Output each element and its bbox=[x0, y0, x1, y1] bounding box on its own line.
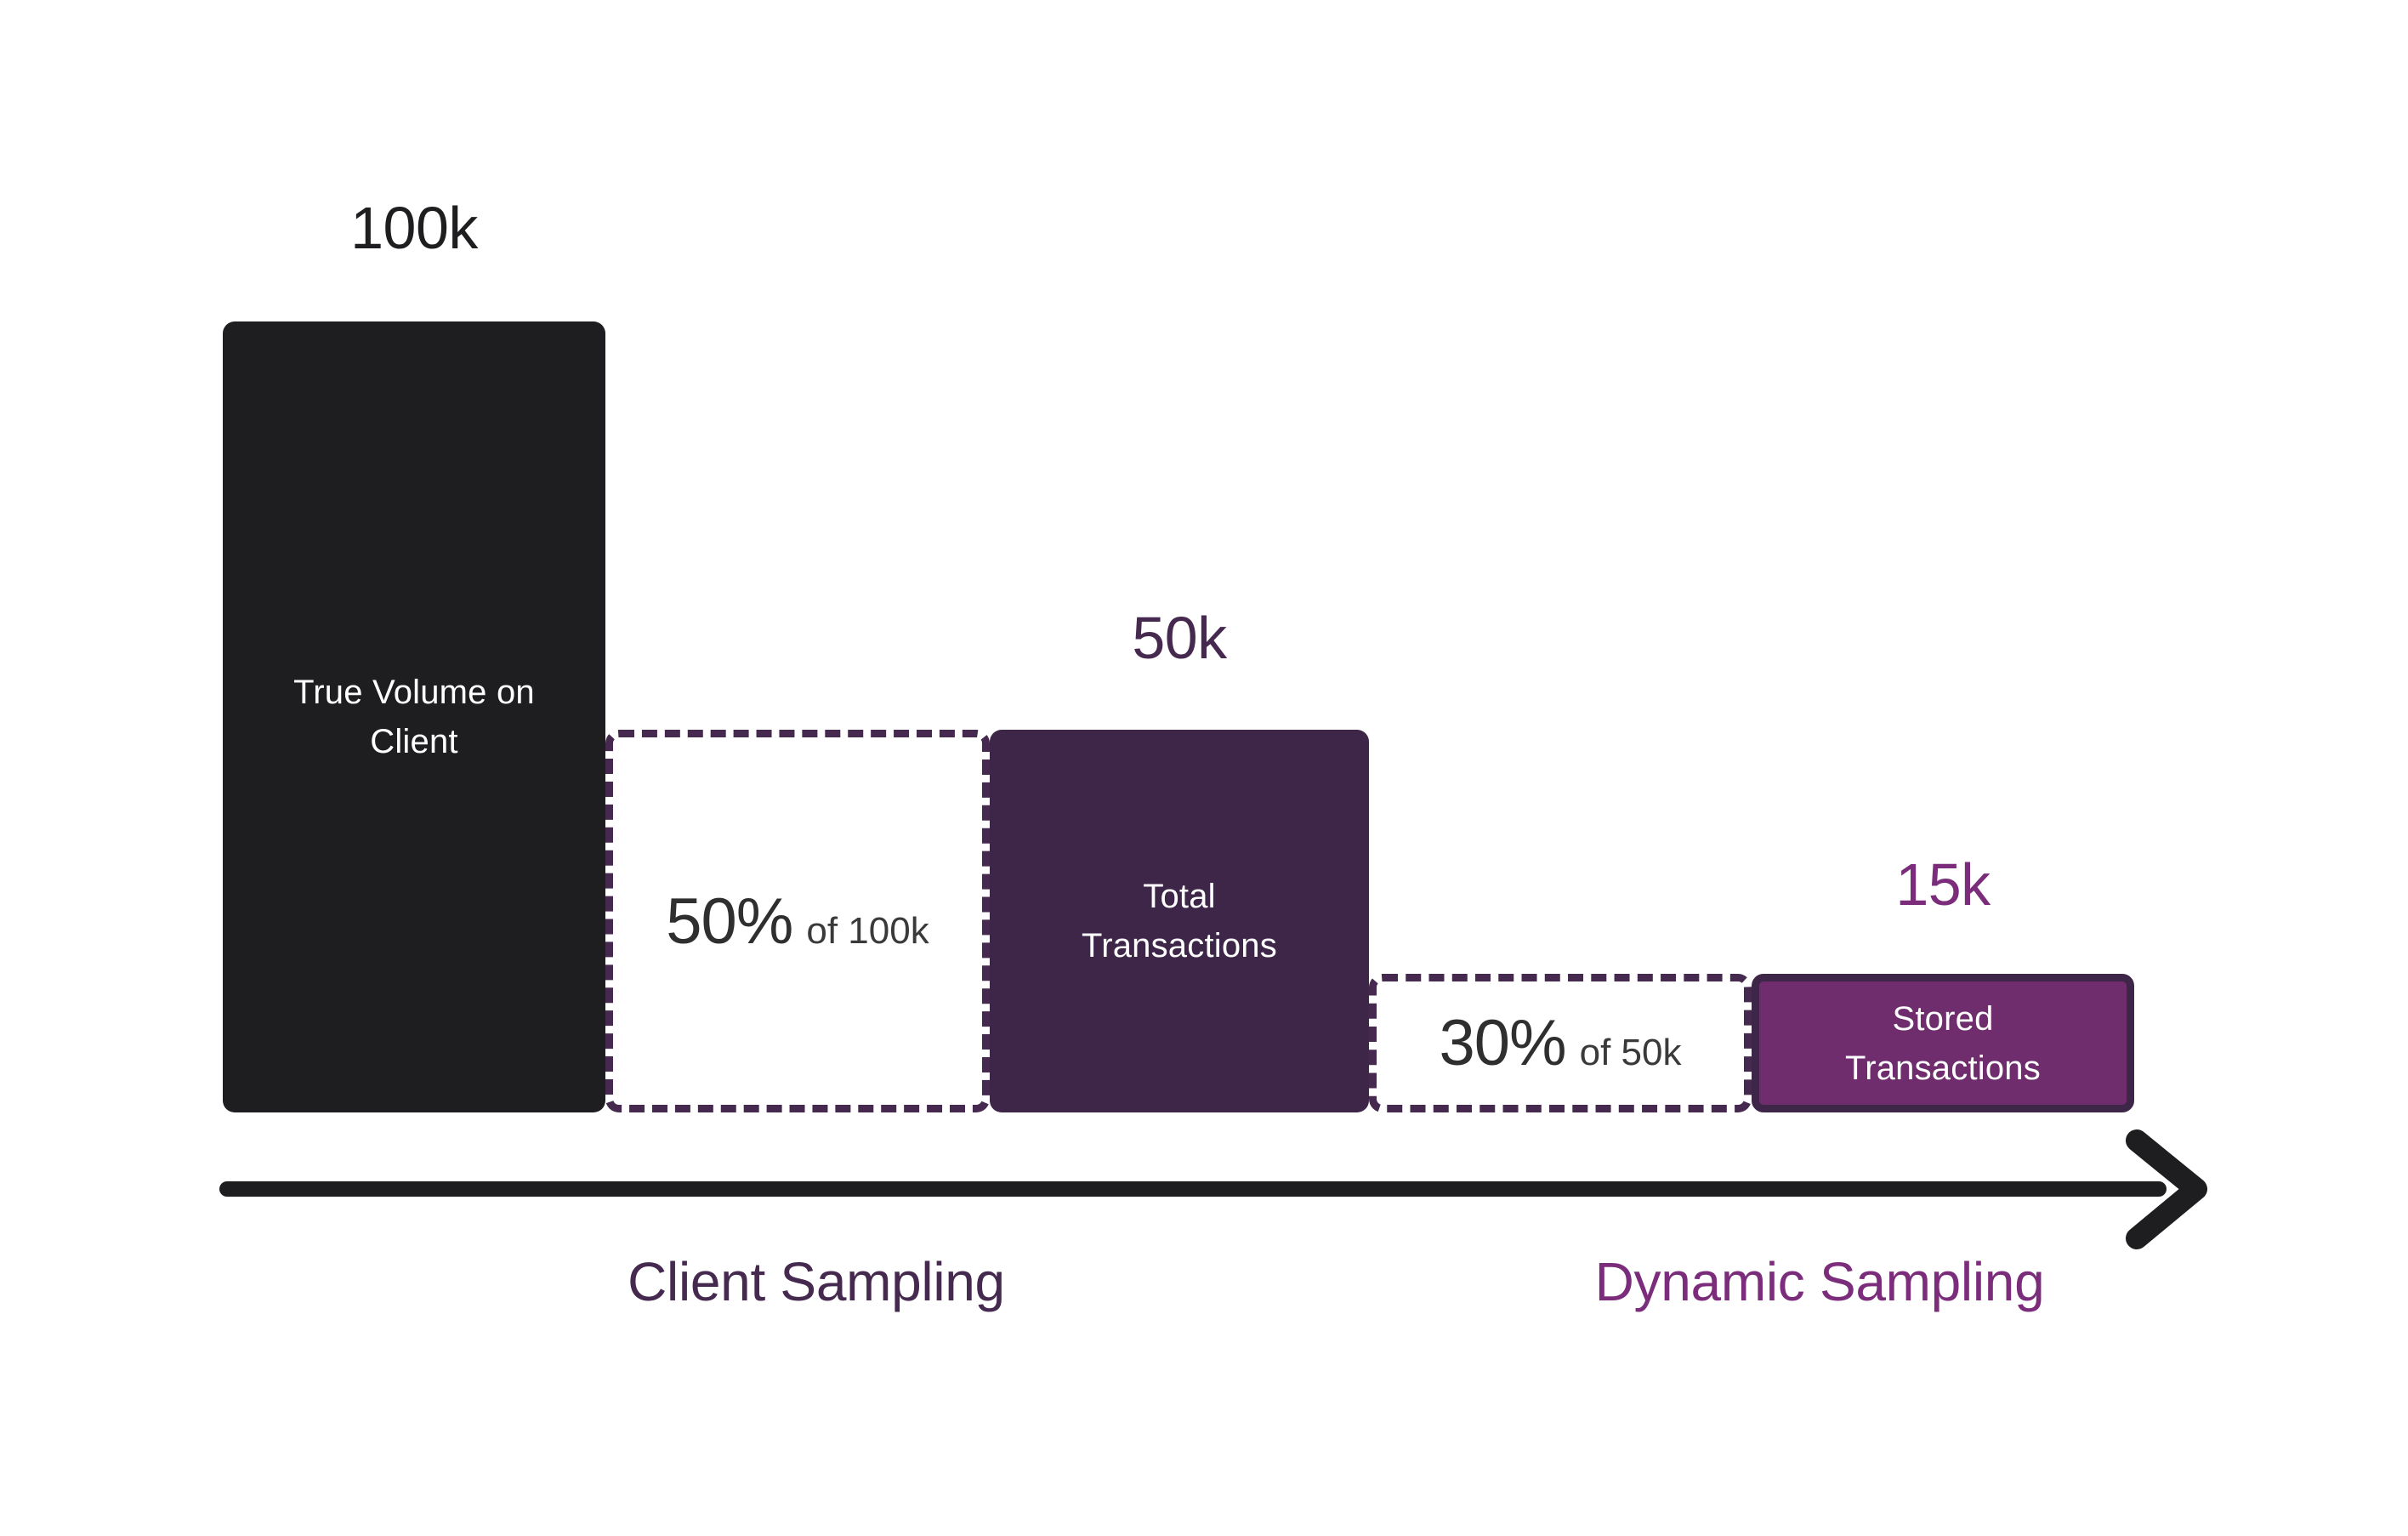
dropoff-text-client-sampling: 50% of 100k bbox=[666, 885, 929, 959]
dropoff-percent-client: 50% bbox=[666, 885, 793, 958]
bar-label-line-1: Total bbox=[1143, 878, 1216, 915]
bar-label-total-transactions: Total Transactions bbox=[1073, 872, 1286, 970]
flow-arrow-head-icon bbox=[2121, 1127, 2258, 1254]
stage-caption-dynamic-sampling: Dynamic Sampling bbox=[1594, 1251, 2045, 1312]
flow-arrow-line bbox=[219, 1181, 2167, 1197]
dropoff-text-dynamic-sampling: 30% of 50k bbox=[1440, 1006, 1682, 1080]
dropoff-box-dynamic-sampling: 30% of 50k bbox=[1369, 974, 1752, 1112]
stage-caption-client-sampling: Client Sampling bbox=[628, 1251, 1005, 1312]
bar-stored-transactions: Stored Transactions bbox=[1752, 974, 2134, 1112]
bar-label-stored-transactions: Stored Transactions bbox=[1837, 994, 2049, 1093]
bar-label-line-2: Transactions bbox=[1845, 1049, 2041, 1087]
dropoff-of-client: of 100k bbox=[806, 909, 929, 952]
dropoff-box-client-sampling: 50% of 100k bbox=[605, 730, 990, 1112]
value-label-50k: 50k bbox=[1132, 605, 1227, 671]
dropoff-of-dynamic: of 50k bbox=[1579, 1032, 1682, 1073]
bar-label-line-2: Transactions bbox=[1082, 927, 1277, 964]
bar-label-true-volume: True Volume on Client bbox=[285, 668, 543, 766]
value-label-100k: 100k bbox=[350, 195, 478, 261]
value-label-15k: 15k bbox=[1895, 851, 1991, 918]
bar-label-line-2: Client bbox=[370, 723, 458, 760]
dropoff-percent-dynamic: 30% bbox=[1439, 1007, 1567, 1079]
bar-label-line-1: Stored bbox=[1892, 999, 1994, 1038]
bar-label-line-1: True Volume on bbox=[293, 674, 535, 711]
bar-total-transactions: Total Transactions bbox=[990, 730, 1369, 1112]
bar-true-volume-on-client: True Volume on Client bbox=[223, 321, 605, 1112]
